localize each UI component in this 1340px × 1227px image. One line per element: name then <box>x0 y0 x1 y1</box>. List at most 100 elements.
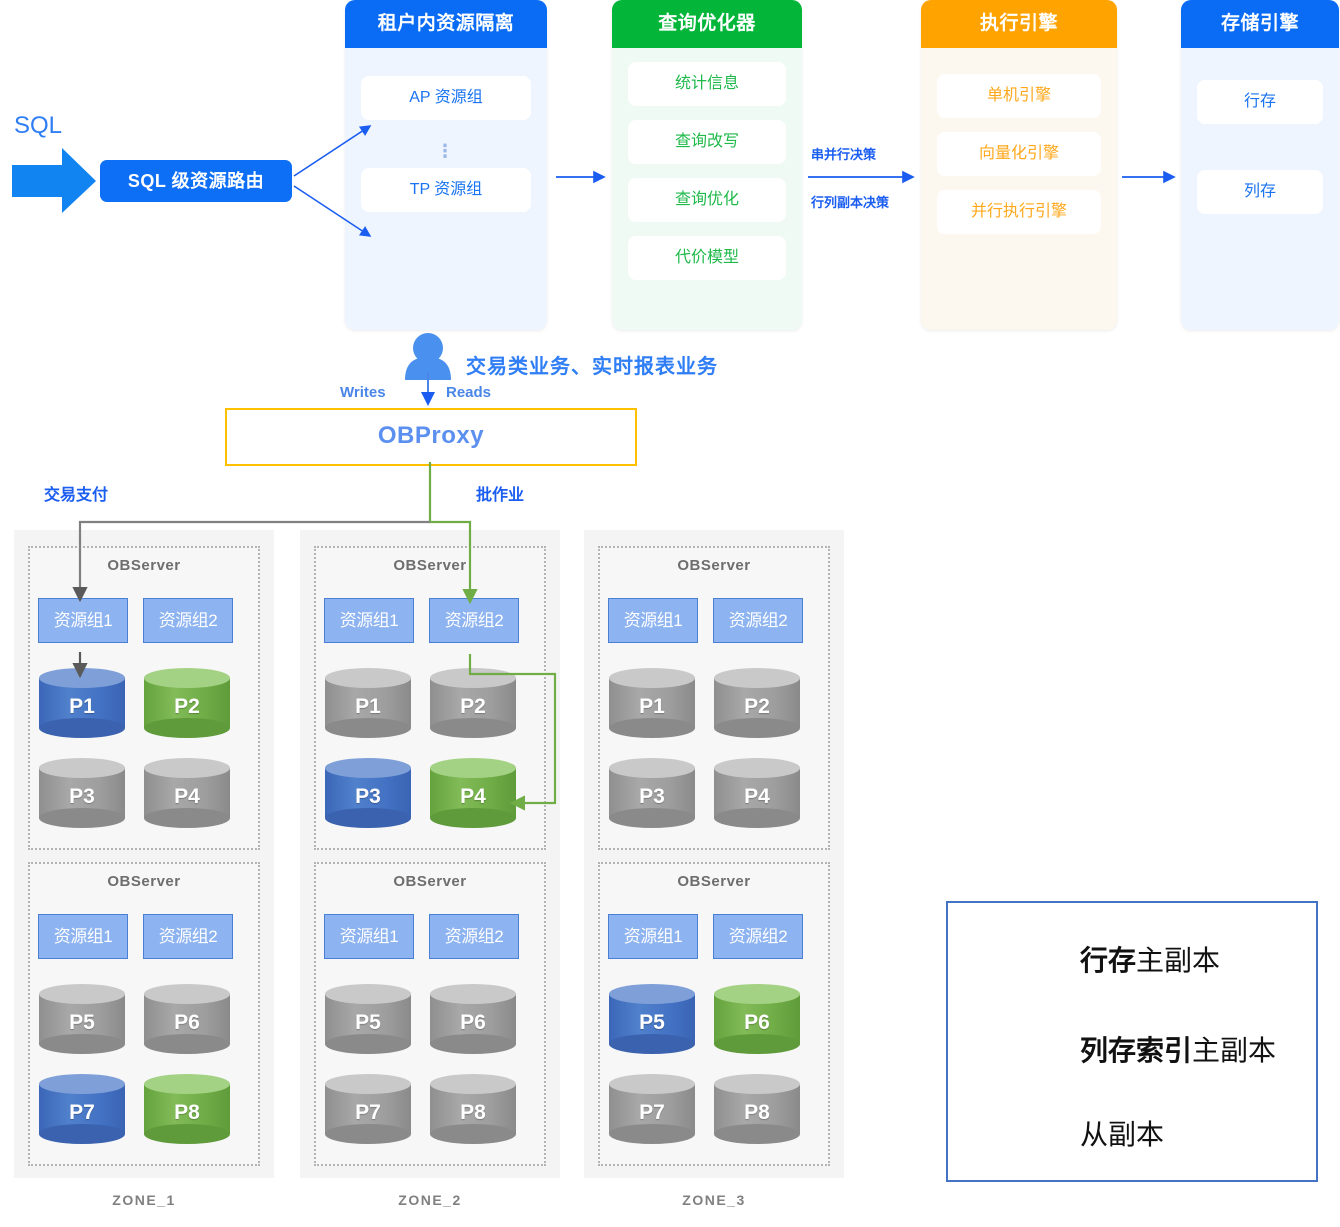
optimizer-item-cost-model[interactable]: 代价模型 <box>628 236 786 280</box>
partition-replica[interactable]: P4 <box>144 758 230 828</box>
partition-replica[interactable]: P5 <box>609 984 695 1054</box>
resource-group-1[interactable]: 资源组1 <box>38 598 128 643</box>
partition-replica[interactable]: P2 <box>144 668 230 738</box>
resource-group-2[interactable]: 资源组2 <box>143 598 233 643</box>
partition-replica[interactable]: P3 <box>609 758 695 828</box>
stage-optimizer-title: 查询优化器 <box>612 0 802 48</box>
exec-item-standalone[interactable]: 单机引擎 <box>937 74 1101 118</box>
resource-group-2[interactable]: 资源组2 <box>713 598 803 643</box>
resource-group-2[interactable]: 资源组2 <box>429 598 519 643</box>
partition-replica[interactable]: P2 <box>714 668 800 738</box>
resource-group-2[interactable]: 资源组2 <box>713 914 803 959</box>
partition-label: P4 <box>744 785 770 808</box>
partition-label: P6 <box>174 1011 200 1034</box>
partition-replica[interactable]: P4 <box>714 758 800 828</box>
cylinder-top <box>430 984 516 1004</box>
stage-tenant-isolation[interactable]: 租户内资源隔离 AP 资源组 ⋮ TP 资源组 <box>345 0 547 330</box>
obproxy-box[interactable]: OBProxy <box>225 408 637 466</box>
edge-label-replica-decision: 行列副本决策 <box>811 195 890 210</box>
cylinder-bottom <box>430 808 516 828</box>
partition-replica[interactable]: P1 <box>609 668 695 738</box>
business-workload-label: 交易类业务、实时报表业务 <box>466 356 718 378</box>
sql-resource-router-box[interactable]: SQL 级资源路由 <box>100 160 292 202</box>
partition-replica[interactable]: P7 <box>325 1074 411 1144</box>
cylinder-bottom <box>325 1124 411 1144</box>
legend-cylinder-blue-icon <box>972 925 1052 999</box>
partition-replica[interactable]: P2 <box>430 668 516 738</box>
cylinder-top <box>39 758 125 778</box>
cylinder-bottom <box>430 1124 516 1144</box>
exec-item-vectorized[interactable]: 向量化引擎 <box>937 132 1101 176</box>
cylinder-bottom <box>325 1034 411 1054</box>
legend-cylinder-green-icon <box>972 1015 1052 1089</box>
stage-query-optimizer[interactable]: 查询优化器 统计信息 查询改写 查询优化 代价模型 <box>612 0 802 330</box>
storage-item-row[interactable]: 行存 <box>1197 80 1323 124</box>
tenant-item-ap[interactable]: AP 资源组 <box>361 76 531 120</box>
cylinder-top <box>714 668 800 688</box>
partition-replica[interactable]: P1 <box>325 668 411 738</box>
storage-item-column[interactable]: 列存 <box>1197 170 1323 214</box>
exec-item-parallel[interactable]: 并行执行引擎 <box>937 190 1101 234</box>
cylinder-bottom <box>39 718 125 738</box>
partition-replica[interactable]: P1 <box>39 668 125 738</box>
partition-label: P7 <box>639 1101 665 1124</box>
optimizer-item-optimize[interactable]: 查询优化 <box>628 178 786 222</box>
cylinder-bottom <box>714 1034 800 1054</box>
resource-group-1[interactable]: 资源组1 <box>608 598 698 643</box>
stage-storage-title: 存储引擎 <box>1181 0 1339 48</box>
partition-label: P3 <box>639 785 665 808</box>
partition-replica[interactable]: P6 <box>144 984 230 1054</box>
resource-group-2[interactable]: 资源组2 <box>143 914 233 959</box>
partition-replica[interactable]: P3 <box>39 758 125 828</box>
observer-title: OBServer <box>393 873 467 890</box>
cylinder-bottom <box>609 1034 695 1054</box>
cylinder-bottom <box>39 1124 125 1144</box>
writes-label: Writes <box>340 384 386 401</box>
observer-title: OBServer <box>393 557 467 574</box>
partition-replica[interactable]: P5 <box>325 984 411 1054</box>
cylinder-bottom <box>609 1124 695 1144</box>
sql-input-label: SQL <box>14 112 63 139</box>
cylinder-top <box>325 758 411 778</box>
resource-group-2[interactable]: 资源组2 <box>429 914 519 959</box>
resource-group-1[interactable]: 资源组1 <box>38 914 128 959</box>
partition-replica[interactable]: P8 <box>144 1074 230 1144</box>
partition-label: P3 <box>69 785 95 808</box>
observer-title: OBServer <box>677 873 751 890</box>
partition-replica[interactable]: P8 <box>714 1074 800 1144</box>
cylinder-top <box>609 1074 695 1094</box>
zone-label: ZONE_1 <box>112 1192 176 1208</box>
cylinder-top <box>430 1074 516 1094</box>
resource-group-1[interactable]: 资源组1 <box>324 914 414 959</box>
partition-replica[interactable]: P6 <box>430 984 516 1054</box>
cylinder-top <box>714 758 800 778</box>
partition-replica[interactable]: P3 <box>325 758 411 828</box>
partition-replica[interactable]: P6 <box>714 984 800 1054</box>
partition-replica[interactable]: P8 <box>430 1074 516 1144</box>
partition-replica[interactable]: P7 <box>39 1074 125 1144</box>
tenant-item-tp[interactable]: TP 资源组 <box>361 168 531 212</box>
partition-label: P8 <box>174 1101 200 1124</box>
stage-execution-engine[interactable]: 执行引擎 单机引擎 向量化引擎 并行执行引擎 <box>921 0 1117 330</box>
optimizer-item-statistics[interactable]: 统计信息 <box>628 62 786 106</box>
cylinder-bottom <box>714 808 800 828</box>
partition-replica[interactable]: P5 <box>39 984 125 1054</box>
optimizer-item-rewrite[interactable]: 查询改写 <box>628 120 786 164</box>
resource-group-1[interactable]: 资源组1 <box>324 598 414 643</box>
partition-label: P7 <box>355 1101 381 1124</box>
stage-storage-engine[interactable]: 存储引擎 行存 列存 <box>1181 0 1339 330</box>
cylinder-bottom <box>144 1124 230 1144</box>
resource-group-1[interactable]: 资源组1 <box>608 914 698 959</box>
partition-label: P1 <box>639 695 665 718</box>
observer-title: OBServer <box>677 557 751 574</box>
cylinder-top <box>39 1074 125 1094</box>
partition-replica[interactable]: P4 <box>430 758 516 828</box>
partition-label: P5 <box>639 1011 665 1034</box>
partition-replica[interactable]: P7 <box>609 1074 695 1144</box>
